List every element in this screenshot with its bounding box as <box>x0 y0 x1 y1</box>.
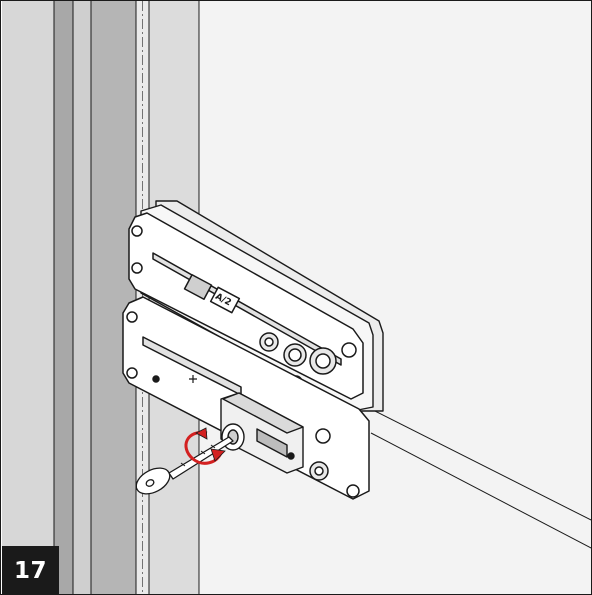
rotate-arrow-icon <box>184 427 226 465</box>
lock-cylinder <box>220 392 304 474</box>
key <box>135 436 234 495</box>
step-number: 17 <box>13 557 47 584</box>
upper-clamp-plate <box>128 212 364 400</box>
step-number-badge: 17 <box>2 546 59 594</box>
